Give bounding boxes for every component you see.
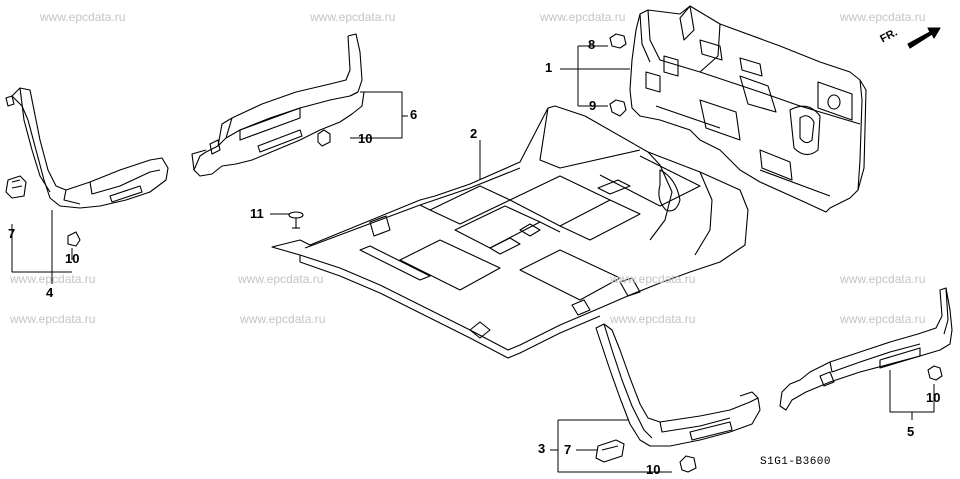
clip-8: [610, 34, 626, 48]
watermark-text: www.epcdata.ru: [840, 272, 926, 286]
kick-panel-right-part: [596, 324, 760, 446]
watermark-text: www.epcdata.ru: [240, 312, 326, 326]
callout-10-right: 10: [926, 390, 941, 405]
floor-carpet-part: [272, 106, 748, 358]
clip-10-left: [68, 232, 80, 246]
side-trim-upper-part: [192, 34, 364, 176]
watermark-text: www.epcdata.ru: [840, 10, 926, 24]
bolt-11: [289, 212, 303, 228]
callout-2: 2: [470, 126, 478, 141]
callout-6: 6: [410, 107, 418, 122]
callout-10-lower: 10: [646, 462, 661, 477]
callout-5: 5: [907, 424, 915, 439]
callout-10-upper: 10: [358, 131, 373, 146]
clip-7-right: [596, 440, 624, 462]
watermark-text: www.epcdata.ru: [238, 272, 324, 286]
watermark-text: www.epcdata.ru: [610, 272, 696, 286]
callout-11: 11: [250, 206, 264, 221]
callout-1: 1: [545, 60, 553, 75]
watermark-text: www.epcdata.ru: [610, 312, 696, 326]
clip-10-right: [928, 366, 942, 380]
leader-lines: [12, 46, 934, 472]
rear-lining-part: [630, 6, 866, 212]
callout-8: 8: [588, 37, 596, 52]
kick-panel-left-part: [6, 88, 168, 208]
callout-10-left: 10: [65, 251, 80, 266]
front-arrow-icon: [908, 28, 940, 48]
callout-4: 4: [46, 285, 54, 300]
watermark-text: www.epcdata.ru: [40, 10, 126, 24]
watermark-text: www.epcdata.ru: [540, 10, 626, 24]
callout-9: 9: [589, 98, 597, 113]
clip-10-lower: [680, 456, 696, 472]
callout-3: 3: [538, 441, 546, 456]
side-trim-lower-part: [780, 288, 952, 410]
clip-9: [610, 100, 626, 116]
watermark-text: www.epcdata.ru: [840, 312, 926, 326]
clip-10-upper: [318, 130, 330, 146]
watermark-text: www.epcdata.ru: [10, 312, 96, 326]
callout-7-left: 7: [8, 226, 16, 241]
watermark-text: www.epcdata.ru: [310, 10, 396, 24]
watermark-text: www.epcdata.ru: [10, 272, 96, 286]
callout-7-right: 7: [564, 442, 572, 457]
clip-7-left: [6, 176, 26, 198]
diagram-code: S1G1-B3600: [760, 456, 832, 468]
